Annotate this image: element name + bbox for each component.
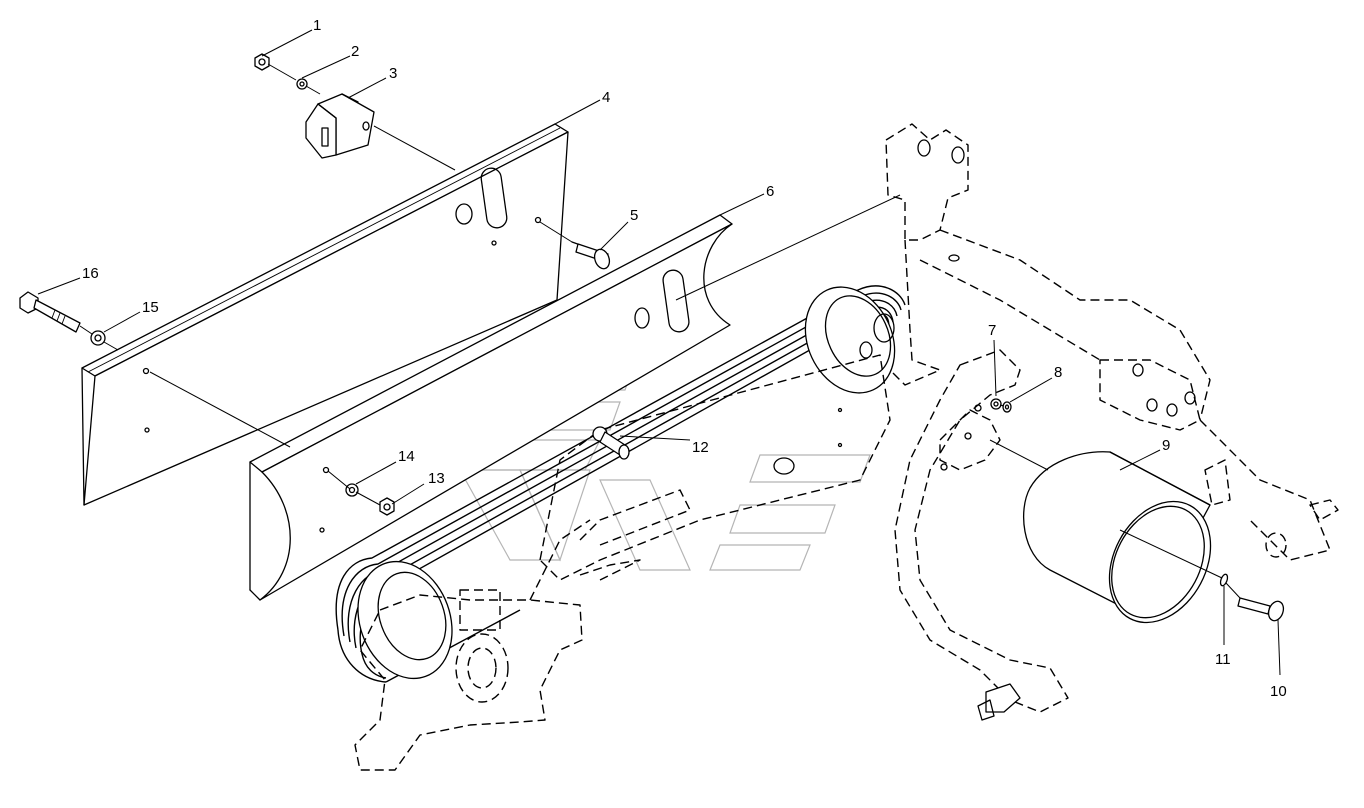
part-2-washer: [296, 78, 308, 90]
callout-3: 3: [389, 65, 397, 82]
part-5-bolt: [571, 241, 611, 270]
assembly-lines: [79, 63, 1241, 599]
tensioner-arm-dashed: [539, 354, 891, 581]
callout-1: 1: [313, 17, 321, 34]
callout-5: 5: [630, 207, 638, 224]
callout-8: 8: [1054, 364, 1062, 381]
part-3-bracket: [305, 93, 375, 159]
part-7-washer: [990, 398, 1002, 410]
callout-12: 12: [692, 439, 709, 456]
callout-14: 14: [398, 448, 415, 465]
callout-11: 11: [1215, 651, 1231, 668]
callout-16: 16: [82, 265, 99, 282]
callout-13: 13: [428, 470, 445, 487]
upper-pulley: [804, 286, 896, 394]
part-11-ring: [1219, 573, 1229, 587]
callout-15: 15: [142, 299, 159, 316]
right-guide-arm-dashed: [894, 349, 1069, 721]
part-6-channel-rail: [249, 214, 733, 601]
part-10-screw: [1237, 597, 1285, 622]
part-9-cylinder-cover: [1022, 451, 1212, 624]
part-1-nut: [254, 53, 270, 71]
part-16-bolt: [19, 291, 81, 333]
callout-6: 6: [766, 183, 774, 200]
lower-gearbox-dashed: [354, 519, 591, 771]
mounting-plate: [939, 404, 1001, 471]
upper-frame-dashed: [885, 123, 1339, 561]
part-14-washer: [345, 483, 359, 497]
callout-leaders: [37, 29, 1281, 676]
callout-7: 7: [988, 322, 996, 339]
idler-bolt: [592, 426, 630, 460]
lower-pulley: [357, 560, 453, 680]
callout-9: 9: [1162, 437, 1170, 454]
callout-2: 2: [351, 43, 359, 60]
callout-10: 10: [1270, 683, 1287, 700]
part-8-spring-washer: [1002, 401, 1012, 413]
callout-labels: 1 2 3 4 5 6 7 8 9 10 11 12 13 14 15 16: [82, 17, 1287, 700]
part-15-washer: [90, 330, 106, 346]
part-13-nut: [379, 497, 395, 516]
callout-4: 4: [602, 89, 610, 106]
